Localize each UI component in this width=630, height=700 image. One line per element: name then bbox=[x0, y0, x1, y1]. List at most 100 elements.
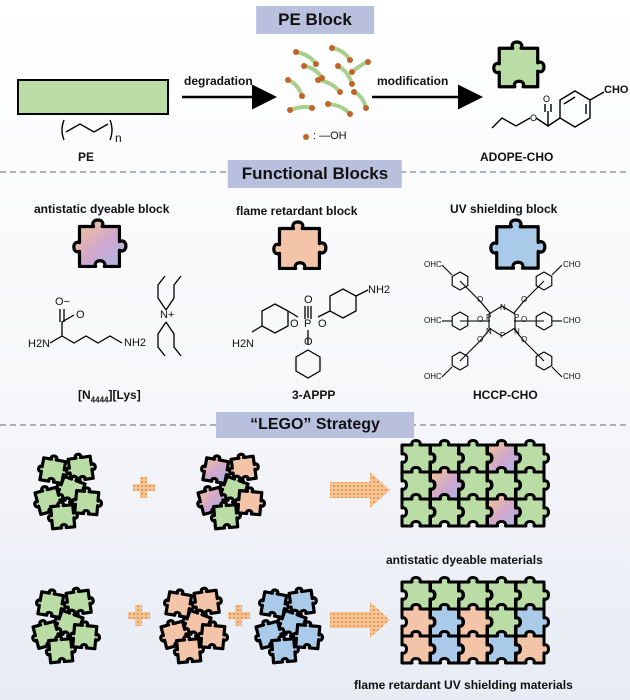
green-cluster-2 bbox=[31, 586, 101, 665]
adope-carbonyl-o: O bbox=[543, 94, 550, 104]
lys-structure bbox=[49, 309, 123, 344]
appp-h2n: H2N bbox=[232, 338, 255, 350]
material-grid-2 bbox=[400, 576, 550, 665]
hccp-n-label: N bbox=[500, 303, 506, 312]
antistatic-block-title: antistatic dyeable block bbox=[34, 202, 170, 216]
appp-label: 3-APPP bbox=[292, 388, 336, 402]
pe-fragment bbox=[349, 59, 371, 75]
hccp-o-label: O bbox=[521, 315, 528, 324]
result-label-2: flame retardant UV shielding materials bbox=[354, 678, 573, 692]
adope-ester-o: O bbox=[530, 113, 537, 123]
pe-repeat-unit bbox=[61, 119, 113, 141]
appp-structure bbox=[251, 288, 369, 379]
lys-nh2: NH2 bbox=[124, 337, 147, 349]
green-cluster-1 bbox=[33, 452, 103, 531]
material-grid-1 bbox=[400, 439, 550, 528]
degradation-label: degradation bbox=[184, 74, 253, 88]
lego-arrow-1 bbox=[330, 472, 390, 508]
flame-cluster-piece bbox=[172, 634, 205, 665]
section-title-pe-block: PE Block bbox=[256, 6, 374, 34]
pe-fragment bbox=[301, 63, 325, 81]
antistatic-cluster-piece bbox=[227, 452, 260, 483]
green-cluster-1-piece bbox=[64, 452, 97, 483]
appp-p: P bbox=[304, 318, 312, 330]
hccp-cho-label: HCCP-CHO bbox=[473, 388, 538, 402]
uv-cluster bbox=[254, 586, 324, 665]
lys-h2n: H2N bbox=[28, 338, 51, 350]
hccp-cho-label-4: OHC bbox=[424, 372, 442, 381]
pe-fragment bbox=[285, 77, 305, 99]
appp-o-top: O bbox=[304, 294, 313, 306]
hccp-n-label: N bbox=[486, 327, 492, 336]
plus-3 bbox=[228, 605, 250, 626]
pe-bar bbox=[17, 79, 169, 115]
hccp-p-label: P bbox=[500, 331, 506, 340]
uv-cluster-piece bbox=[267, 634, 300, 665]
appp-nh2: NH2 bbox=[368, 284, 391, 296]
hccp-cho-label-1: CHO bbox=[563, 260, 581, 269]
flame-puzzle-piece bbox=[272, 220, 328, 271]
flame-block-title: flame retardant block bbox=[236, 204, 358, 218]
hccp-structure bbox=[441, 264, 563, 378]
section-title-functional-blocks: Functional Blocks bbox=[227, 160, 403, 188]
adope-structure bbox=[491, 90, 605, 129]
plus-1 bbox=[133, 477, 155, 498]
section-title-lego-strategy: “LEGO” Strategy bbox=[216, 412, 414, 438]
pe-fragment bbox=[329, 45, 353, 63]
green-cluster-1-piece bbox=[46, 500, 79, 531]
plus-2 bbox=[128, 605, 150, 626]
green-cluster-2-piece bbox=[62, 586, 95, 617]
lys-o: O bbox=[76, 309, 85, 321]
pe-fragment bbox=[351, 89, 369, 111]
hccp-cho-label-3: CHO bbox=[563, 316, 581, 325]
green-cluster-1-piece bbox=[70, 486, 103, 517]
hccp-cho-label-2: OHC bbox=[424, 316, 442, 325]
adope-cho-label: ADOPE-CHO bbox=[480, 150, 554, 164]
n4444-subscript: 4444 bbox=[90, 395, 109, 405]
uv-cluster-piece bbox=[285, 586, 318, 617]
adope-puzzle-piece bbox=[492, 40, 546, 89]
pe-label: PE bbox=[78, 150, 95, 164]
pe-fragment bbox=[287, 104, 315, 113]
n4444-lys-label: [N4444][Lys] bbox=[78, 388, 141, 405]
oh-legend-dot bbox=[303, 134, 309, 140]
lys-o-minus: O− bbox=[55, 296, 70, 308]
puzzle-pieces bbox=[31, 40, 547, 665]
pe-fragment bbox=[315, 77, 343, 95]
ammonium-n-plus: N+ bbox=[160, 309, 175, 321]
antistatic-cluster bbox=[196, 452, 266, 531]
hccp-o-label: O bbox=[521, 335, 528, 344]
flame-cluster-piece bbox=[190, 586, 223, 617]
pe-n-label: n bbox=[115, 131, 122, 145]
hccp-n-label: N bbox=[514, 327, 520, 336]
adope-cho-group: CHO bbox=[604, 84, 629, 96]
modification-label: modification bbox=[377, 74, 449, 88]
hccp-o-label: O bbox=[477, 315, 484, 324]
uv-puzzle-piece bbox=[489, 218, 547, 270]
hccp-o-label: O bbox=[521, 295, 528, 304]
green-cluster-2-piece bbox=[68, 620, 101, 651]
grid-piece bbox=[514, 493, 550, 528]
appp-o-bottom: O bbox=[304, 336, 313, 348]
lego-arrow-2 bbox=[330, 602, 390, 638]
hccp-cho-label-0: OHC bbox=[424, 260, 442, 269]
n4444-structure bbox=[157, 275, 182, 357]
appp-o-right: O bbox=[318, 318, 327, 330]
pe-fragment bbox=[335, 63, 355, 87]
flame-cluster bbox=[159, 586, 229, 665]
hccp-o-label: O bbox=[477, 335, 484, 344]
oh-legend-label: : —OH bbox=[313, 130, 347, 142]
result-label-1: antistatic dyeable materials bbox=[386, 553, 543, 567]
green-cluster-2-piece bbox=[44, 634, 77, 665]
grid-piece bbox=[514, 630, 550, 665]
uv-cluster-piece bbox=[291, 620, 324, 651]
appp-o-left: O bbox=[290, 318, 299, 330]
degraded-fragments bbox=[285, 45, 371, 117]
hccp-p-label: P bbox=[514, 313, 520, 322]
hccp-p-label: P bbox=[486, 313, 492, 322]
pe-fragment bbox=[293, 49, 319, 67]
hccp-cho-label-5: CHO bbox=[563, 372, 581, 381]
uv-block-title: UV shielding block bbox=[450, 202, 558, 216]
